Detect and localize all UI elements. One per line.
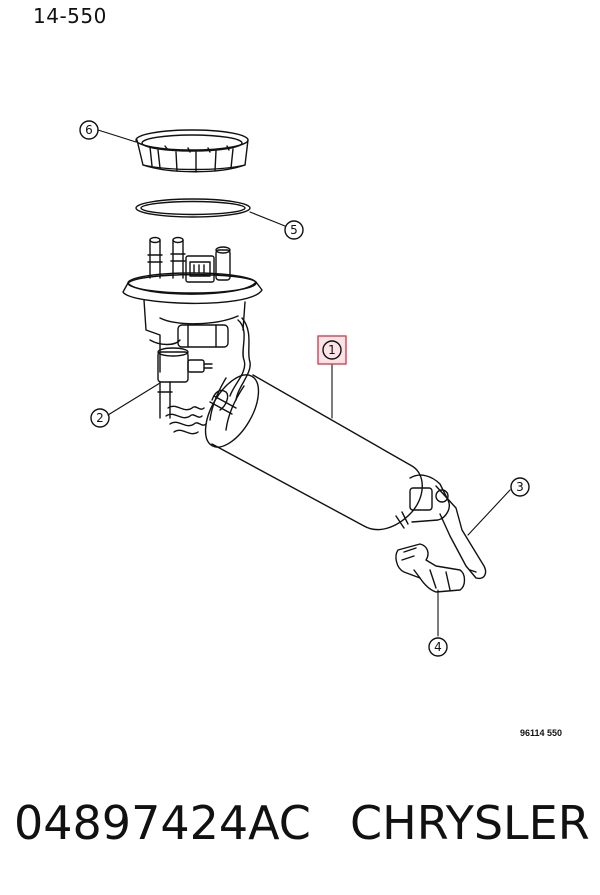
connector-plug-part — [395, 543, 466, 593]
fuel-pump-part — [204, 374, 423, 531]
brand-name: CHRYSLER — [350, 796, 590, 850]
callout-1-highlighted: 1 — [317, 335, 347, 365]
callout-3-label: 3 — [516, 480, 524, 494]
module-flange — [122, 236, 263, 305]
seal-ring-part — [135, 198, 251, 218]
reservoir-body — [143, 299, 251, 435]
level-sensor-part — [395, 474, 487, 580]
callout-2: 2 — [90, 408, 110, 428]
callout-1-label: 1 — [328, 343, 336, 357]
page-number: 14-550 — [33, 4, 107, 28]
lock-ring-part — [135, 129, 249, 173]
callout-5: 5 — [284, 220, 304, 240]
callout-3: 3 — [510, 477, 530, 497]
callout-leaders — [97, 129, 511, 637]
figure-code: 96114 550 — [520, 728, 563, 738]
callout-6-label: 6 — [85, 123, 93, 137]
part-number: 04897424AC — [14, 796, 311, 850]
callout-4: 4 — [428, 637, 448, 657]
callout-6: 6 — [79, 120, 99, 140]
callout-2-label: 2 — [96, 411, 104, 425]
callout-4-label: 4 — [434, 640, 442, 654]
callout-5-label: 5 — [290, 223, 298, 237]
